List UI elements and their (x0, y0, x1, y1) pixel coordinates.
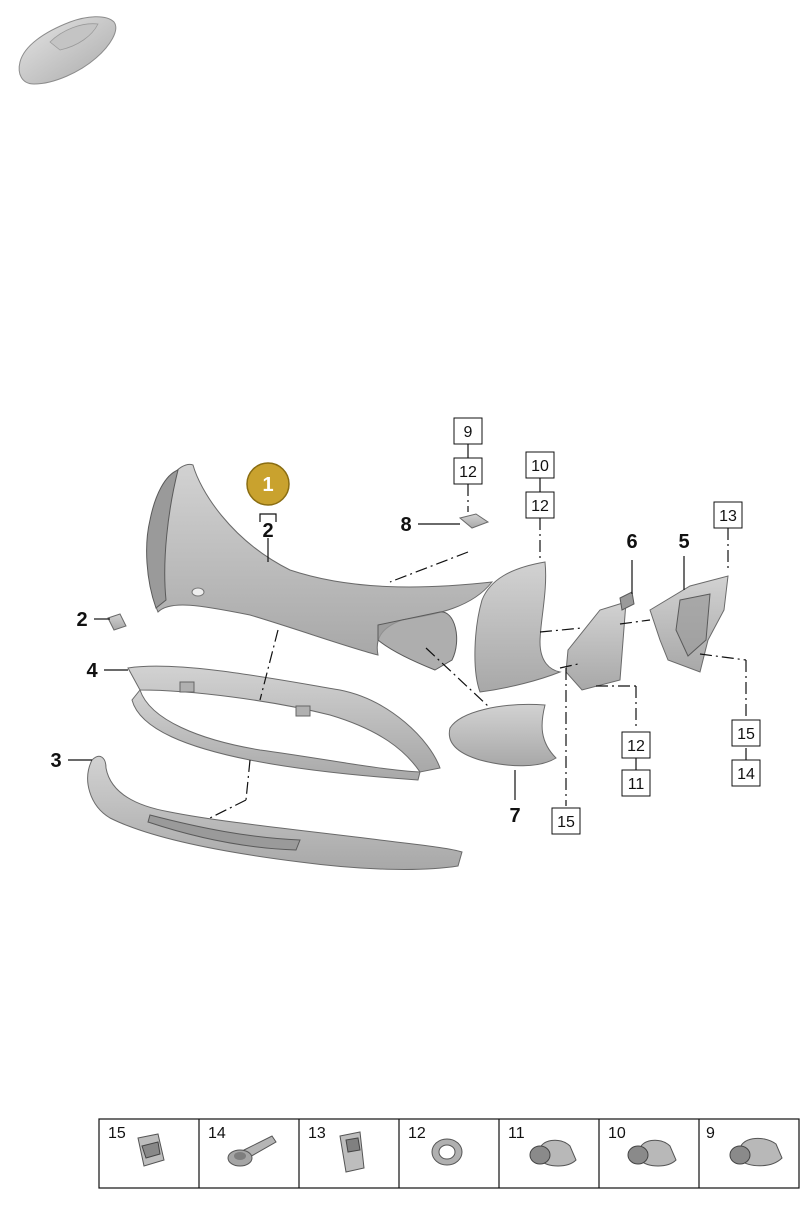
leader-lines (68, 444, 747, 819)
svg-text:15: 15 (557, 814, 575, 831)
label-part-5: 5 (678, 531, 689, 553)
small-cap-part[interactable] (107, 613, 127, 631)
svg-text:12: 12 (408, 1125, 426, 1142)
label-part-2-top: 2 (262, 520, 273, 542)
ref-box-9: 9 (453, 417, 483, 445)
legend-cell-13[interactable]: 13 (308, 1125, 365, 1173)
clip-part[interactable] (458, 513, 490, 529)
parking-sensor-icon (627, 1139, 677, 1167)
side-trim-part[interactable] (448, 703, 557, 767)
parts-legend-table: 15 14 13 12 (98, 1118, 800, 1189)
svg-text:14: 14 (737, 766, 755, 783)
grille-frame-part[interactable] (127, 665, 441, 781)
svg-text:15: 15 (108, 1125, 126, 1142)
svg-text:14: 14 (208, 1125, 226, 1142)
svg-text:10: 10 (531, 458, 549, 475)
ref-box-10: 10 (525, 451, 555, 479)
label-part-6: 6 (626, 531, 637, 553)
svg-text:10: 10 (608, 1125, 626, 1142)
svg-text:12: 12 (627, 738, 645, 755)
legend-cell-9[interactable]: 9 (706, 1125, 783, 1167)
parking-sensor-icon (729, 1137, 783, 1167)
clip-nut-icon (137, 1133, 165, 1167)
bumper-cover-part[interactable] (146, 463, 494, 671)
callout-number: 1 (262, 474, 273, 496)
svg-text:11: 11 (508, 1125, 525, 1142)
assembly-callout[interactable]: 1 (246, 462, 290, 506)
svg-text:9: 9 (706, 1125, 715, 1142)
svg-text:12: 12 (459, 464, 477, 481)
legend-cell-11[interactable]: 11 (508, 1125, 577, 1167)
bracket-clip-icon (339, 1131, 365, 1173)
screw-icon (227, 1135, 277, 1167)
ref-box-15-center: 15 (551, 807, 581, 835)
lower-spoiler-part[interactable] (87, 755, 463, 870)
legend-cell-15[interactable]: 15 (108, 1125, 165, 1167)
ref-box-12-mid: 12 (525, 491, 555, 519)
seal-ring-icon (431, 1138, 463, 1166)
svg-text:15: 15 (737, 726, 755, 743)
ref-box-15-right: 15 (731, 719, 761, 747)
svg-text:9: 9 (464, 424, 473, 441)
label-part-7: 7 (509, 805, 520, 827)
mount-bracket-part[interactable] (649, 575, 729, 673)
svg-text:13: 13 (719, 508, 737, 525)
svg-text:11: 11 (628, 776, 645, 793)
ref-box-12-bracket: 12 (621, 731, 651, 759)
label-part-8: 8 (400, 514, 411, 536)
bracket-part[interactable] (565, 591, 635, 691)
label-part-3: 3 (50, 750, 61, 772)
ref-box-13: 13 (713, 501, 743, 529)
parking-sensor-icon (529, 1139, 577, 1167)
label-part-2-left: 2 (76, 609, 87, 631)
ref-box-12-top: 12 (453, 457, 483, 485)
svg-text:12: 12 (531, 498, 549, 515)
car-thumbnail-icon (18, 16, 117, 85)
legend-cell-10[interactable]: 10 (608, 1125, 677, 1167)
ref-box-11: 11 (621, 769, 651, 797)
legend-cell-14[interactable]: 14 (208, 1125, 277, 1167)
ref-box-14: 14 (731, 759, 761, 787)
svg-text:13: 13 (308, 1125, 326, 1142)
side-panel-part[interactable] (474, 561, 562, 693)
legend-cell-12[interactable]: 12 (408, 1125, 463, 1166)
label-part-4: 4 (86, 660, 98, 682)
